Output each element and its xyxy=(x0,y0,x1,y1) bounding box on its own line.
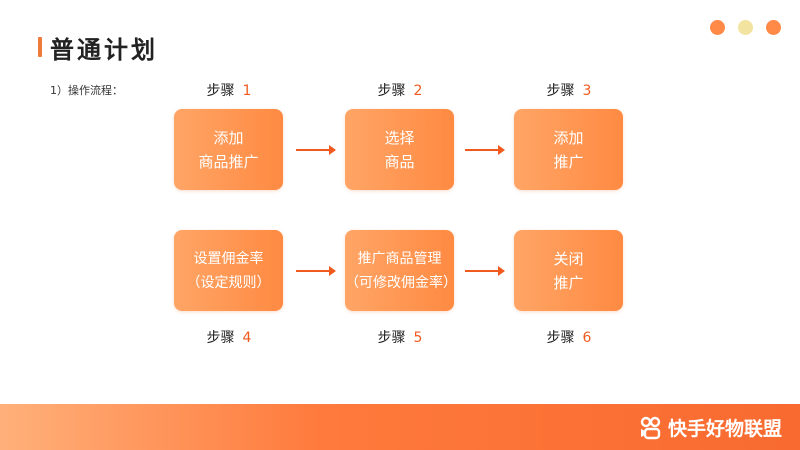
step-box-1: 添加商品推广 xyxy=(174,109,283,190)
decor-dot xyxy=(738,20,753,35)
step-box-5: 推广商品管理（可修改佣金率） xyxy=(345,230,457,311)
step-box-3: 添加推广 xyxy=(514,109,623,190)
kuaishou-logo-icon xyxy=(640,416,661,439)
decor-dot xyxy=(766,20,781,35)
step-box-2: 选择商品 xyxy=(345,109,454,190)
title-accent-bar xyxy=(38,37,42,57)
decor-dot xyxy=(710,20,725,35)
arrow-right-icon xyxy=(296,145,336,155)
intro-label: 1）操作流程： xyxy=(50,84,123,97)
step-box-4: 设置佣金率（设定规则） xyxy=(174,230,283,311)
arrow-right-icon xyxy=(465,145,505,155)
page-title: 普通计划 xyxy=(50,36,158,64)
brand-name: 快手好物联盟 xyxy=(667,418,782,440)
arrow-right-icon xyxy=(465,266,505,276)
brand-logo: 快手好物联盟 xyxy=(640,414,782,441)
footer-band: 快手好物联盟 xyxy=(0,404,800,450)
arrow-right-icon xyxy=(296,266,336,276)
step-box-6: 关闭推广 xyxy=(514,230,623,311)
